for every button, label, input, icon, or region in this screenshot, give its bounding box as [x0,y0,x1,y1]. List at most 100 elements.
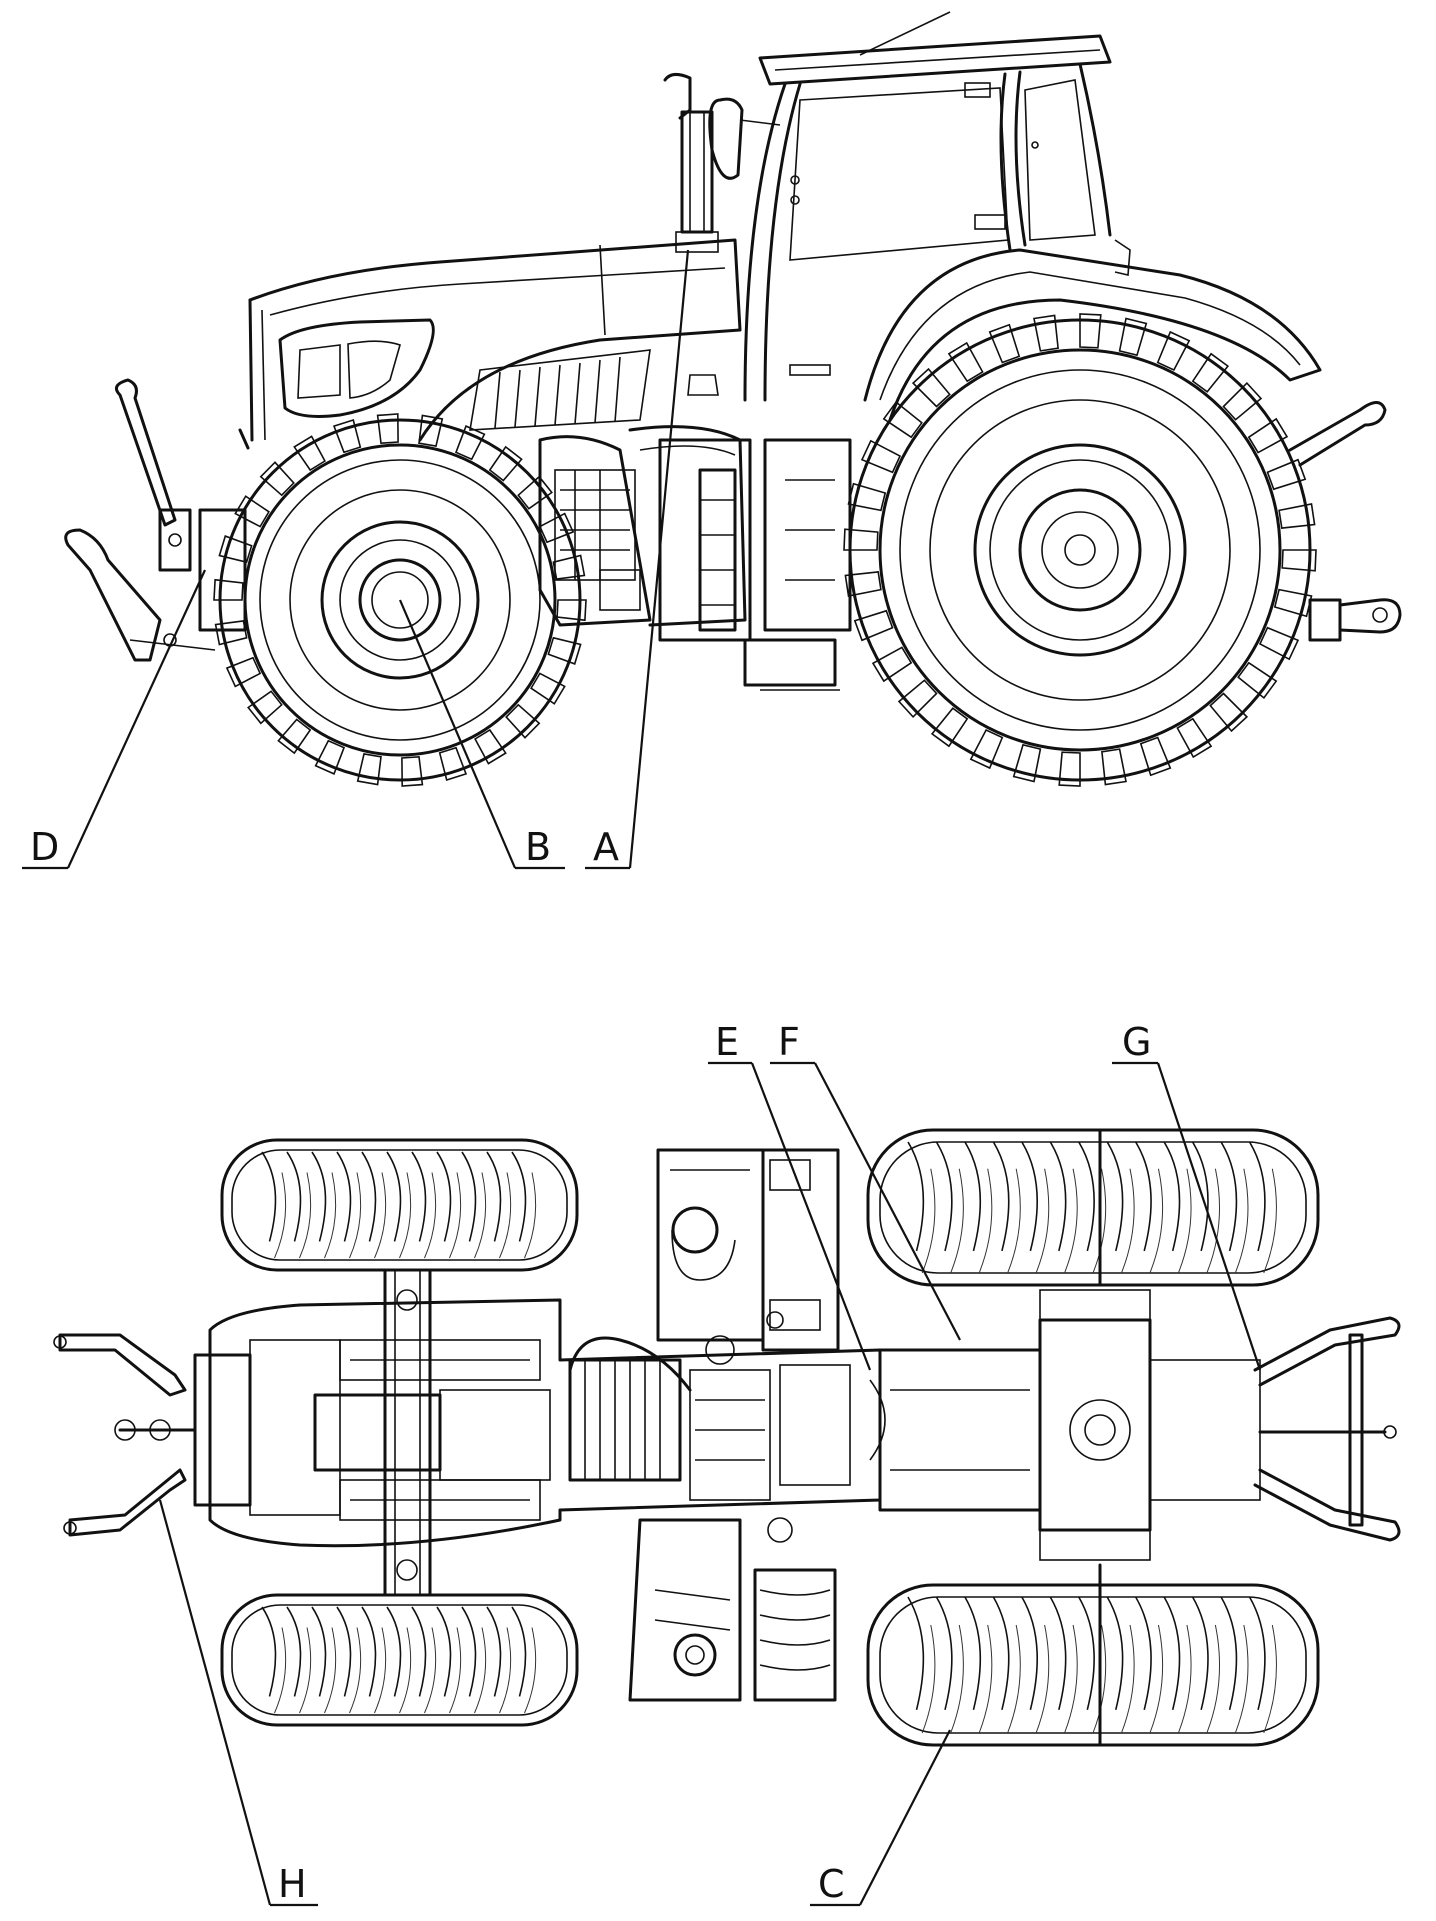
tire-lug [552,554,586,580]
tread-chevron [1035,1624,1050,1734]
tread-chevron [1092,1168,1107,1274]
tread-chevron [286,1606,302,1697]
leader-b [398,599,517,869]
tire-lug [1033,314,1059,352]
rear-wheel [843,313,1317,787]
tire-lug [517,475,553,510]
tread-chevron [411,1151,427,1242]
tire-lug [213,578,244,601]
tire-lug [847,482,887,512]
top-view: E F G H C [53,1020,1401,1907]
tire-lug [530,672,566,705]
tread-chevron [499,1627,512,1714]
tread-chevron [1078,1141,1095,1252]
tread-chevron [950,1168,964,1274]
tread-chevron [386,1606,402,1697]
callout-b: B [525,825,551,869]
side-view: D B A [22,11,1402,870]
tread-chevron [436,1606,452,1697]
tread-chevron [474,1172,487,1259]
tread-chevron [324,1172,337,1259]
tire-lug [882,400,923,439]
front-axle [383,1268,432,1597]
tread-chevron [1220,1596,1238,1710]
tread-chevron [1177,1168,1192,1274]
exhaust-stack [663,73,719,253]
tread-chevron [1021,1596,1038,1710]
rear-hitch [1288,401,1402,642]
tread-chevron [399,1627,412,1714]
tread-chevron [964,1141,982,1252]
tread-chevron [361,1606,377,1697]
tread-chevron [486,1151,502,1242]
tire-lug [259,461,295,497]
tread-chevron [524,1627,537,1714]
tread-chevron [907,1596,925,1710]
tread-chevron [349,1172,362,1259]
tread-chevron [1263,1624,1277,1734]
tire-lug [930,707,969,748]
tire-lug [897,679,938,719]
tire-lug [1281,549,1317,572]
tread-chevron [261,1606,277,1697]
tire-lug [844,571,882,597]
callout-h: H [278,1862,307,1906]
tire-lug [853,609,894,642]
tire-lug [1237,661,1278,700]
tread-chevron [950,1624,964,1734]
tire-lug [1058,751,1081,787]
tread-chevron [386,1151,402,1242]
tire-lug [1191,352,1230,393]
tread-chevron [1120,1624,1135,1734]
callout-d: D [30,825,59,869]
tread-chevron [424,1627,437,1714]
tread-chevron [1248,1596,1266,1710]
tire-lug [332,418,362,454]
tread-chevron [1163,1596,1181,1710]
tire-lug [1266,458,1307,491]
tread-chevron [474,1627,487,1714]
tire-lug [454,425,486,461]
tread-chevron [1135,1141,1152,1252]
tire-lug [438,746,468,782]
front-hitch [64,378,247,662]
tread-chevron [299,1172,312,1259]
tread-chevron [1035,1168,1050,1274]
tread-chevron [1263,1168,1277,1274]
tire-lug [1079,313,1102,349]
tire-lug [505,703,541,739]
tire-lug [1176,717,1213,759]
tire-lug [547,636,582,665]
leader-g [1156,1062,1262,1371]
tread-chevron [449,1172,462,1259]
cab-roof [758,34,1112,86]
tread-chevron [1120,1168,1135,1274]
tire-lug [401,755,424,787]
tire-lug [871,646,913,683]
tire-lug [556,599,587,622]
tire-lug [1273,588,1313,618]
tread-chevron [274,1627,287,1714]
tread-chevron [1191,1141,1209,1252]
tread-chevron [486,1606,502,1697]
tread-chevron [1220,1141,1238,1252]
tire-lug [488,445,523,482]
side-mirror [708,97,781,180]
tread-chevron [374,1172,387,1259]
tire-lug [1156,330,1191,372]
tire-lug [418,414,444,448]
tire-lug [356,752,382,786]
rear-right-tire [866,1583,1320,1747]
tire-lug [1101,748,1127,786]
tire-lug [969,728,1004,770]
front-left-tire [220,1138,579,1272]
front-hitch-top [53,1333,197,1537]
leader-c [859,1729,951,1906]
tread-chevron [978,1168,993,1274]
tread-chevron [907,1141,925,1252]
tread-chevron [524,1172,537,1259]
tread-chevron [299,1627,312,1714]
tread-chevron [261,1151,277,1242]
callout-c: C [818,1862,845,1906]
tread-chevron [1106,1596,1124,1710]
